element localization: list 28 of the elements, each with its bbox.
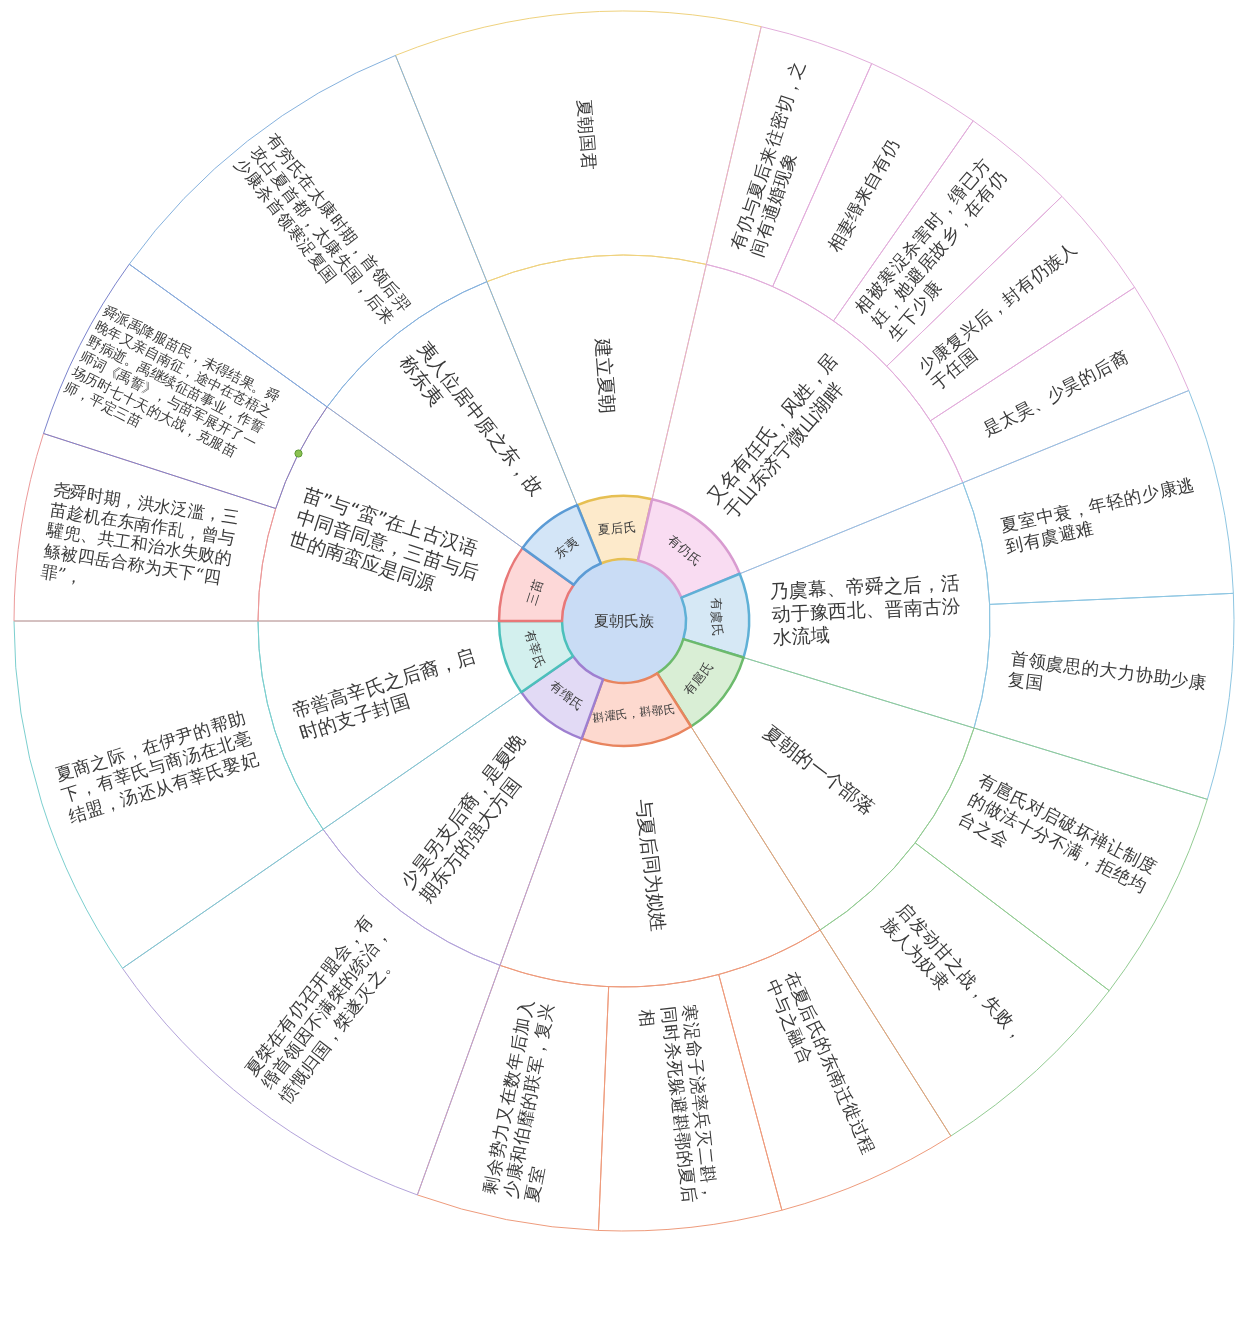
inner-ring-segment [679,572,751,660]
description-text: 首领虞思的大力协助少康复国 [1006,648,1210,696]
clan-name: 有缗氏 [547,677,588,713]
clan-name: 有扈氏 [680,657,717,698]
center-title: 夏朝氏族 [594,612,654,630]
description-text: 夏商之际，在伊尹的帮助下，有莘氏与商汤在北亳结盟，汤还从有莘氏娶妃 [53,706,263,827]
description-text: 夏朝的一个部落 [759,720,880,820]
description-text: 有仍与夏后来往密切，之间有通婚现象 [726,57,810,260]
description-text: 有扈氏对启破坏禅让制度的做法十分不满，拒绝均台之会 [954,769,1162,899]
description-text: 寒浞命子浇率兵灭二斟，同时杀死躲避斟鄩的夏后相 [635,1003,721,1207]
description-text: 建立夏朝 [590,337,620,416]
description-text: 夏朝国君 [572,97,600,172]
description-text: 是太昊、少昊的后裔 [979,347,1133,442]
clan-name: 有仍氏 [664,531,705,569]
description-text: 夏室中衰，年轻的少康逃到有虞避难 [998,473,1198,559]
clan-name: 斟灌氏，斟鄩氏 [591,702,677,726]
clan-name: 有虞氏 [709,596,726,637]
description-text: 与夏后同为姒姓 [632,797,670,933]
description-text: 又名有任氏，风姓，居于山东济宁微山湖畔 [702,347,849,524]
description-text: 乃虞幕、帝舜之后，活动于豫西北、晋南古汾水流域 [769,570,963,649]
description-text: 尧舜时期，洪水泛滥，三苗趁机在东南作乱，曾与驩兜、共工和治水失败的鲧被四岳合称为天下“四罪”， [39,478,241,590]
outer-ring-segment [416,964,610,1232]
clan-name: 三苗 [523,577,547,607]
clan-name: 东夷 [551,533,582,562]
description-text: 剩余势力又在数年后加入少康和伯靡的联军，复兴夏室 [479,996,560,1204]
clan-name: 有莘氏 [521,628,548,670]
clan-name: 夏后氏 [596,518,637,537]
description-text: 夏桀在有仍召开盟会，有缗首领因不满桀的统治，愤慨归国，桀遂灭之。 [240,909,401,1107]
